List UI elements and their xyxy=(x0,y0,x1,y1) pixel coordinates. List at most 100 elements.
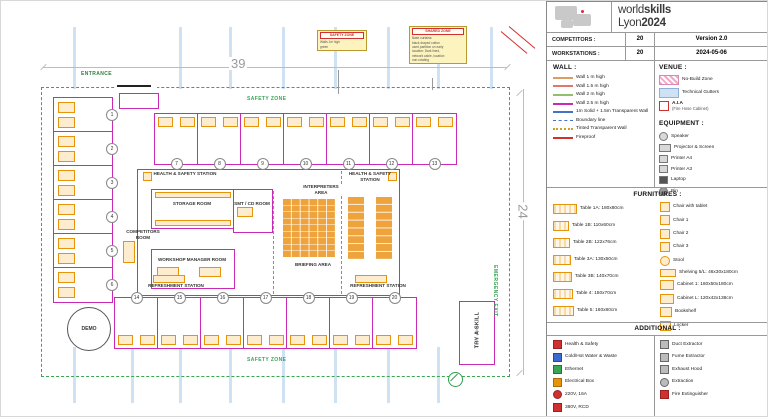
legend-label: Stool xyxy=(673,257,684,263)
legend-item: Electrical Box xyxy=(553,377,651,387)
legend-label: Speaker xyxy=(671,133,689,139)
workstation: 1 xyxy=(53,97,118,133)
table-1b-icon xyxy=(553,221,569,231)
legend-label: Chair 1 xyxy=(673,217,689,223)
no-build-zone-swatch xyxy=(659,75,679,85)
dimension-tick xyxy=(504,63,511,71)
speaker-icon xyxy=(659,132,668,141)
note-leader xyxy=(432,78,433,90)
legend-label: Shelving 5/L: 46x30x180cm xyxy=(679,270,738,276)
workstation-number: 3 xyxy=(106,177,118,189)
legend-label: Chair 2 xyxy=(673,230,689,236)
legend-label: Wall 2 m high xyxy=(576,92,605,98)
legend-label: Table 3B: 140x70cm xyxy=(575,274,619,280)
legend-item: 1m Solid + 1.5m Transparent Wall xyxy=(553,109,651,115)
health-safety-station-right-label: HEALTH & SAFETY STATION xyxy=(348,171,392,182)
fire-extinguisher-icon xyxy=(660,390,669,400)
workstation: 12 xyxy=(369,113,414,170)
workstations-row: WORKSTATIONS : 20 2024-05-06 xyxy=(547,46,767,60)
divider xyxy=(547,322,767,323)
workstation-number: 11 xyxy=(342,158,355,170)
legend-item: Shelving 5/L: 46x30x180cm xyxy=(660,268,766,277)
legend-label: Duct Extractor xyxy=(672,341,703,347)
legend-label: Table 5: 160x80cm xyxy=(577,308,618,314)
workstation-number: 16 xyxy=(216,292,229,304)
legend-label: Cabinet L: 120x42x138cm xyxy=(677,295,733,301)
technical-gutters-swatch xyxy=(659,87,679,98)
legend-label: Locker xyxy=(674,322,689,328)
brand-line2-bold: 2024 xyxy=(641,17,666,30)
legend-item: Table 3B: 140x70cm xyxy=(553,272,655,282)
power-220v-icon xyxy=(553,390,562,400)
legend-label: Electrical Box xyxy=(565,379,595,385)
note-line: Base curtains: xyxy=(412,36,433,41)
projector-screen-icon xyxy=(659,143,671,152)
legend-label: Table 4: 150x70cm xyxy=(576,291,617,297)
gutter-line xyxy=(334,347,337,403)
workstation: 15 xyxy=(157,292,202,349)
ethernet-icon xyxy=(553,365,562,375)
legend-item: Speaker xyxy=(659,132,764,141)
legend-label: 380V, RCD xyxy=(565,404,589,410)
legend-label: Wall 2.5 m high xyxy=(576,100,609,106)
venue-items: No-Build Zone Technical Gutters A.I.A (F… xyxy=(659,75,764,114)
competitors-label: COMPETITORS : xyxy=(552,37,596,43)
wall-1-5m-swatch xyxy=(553,85,573,88)
water-waste-icon xyxy=(553,352,562,362)
legend-label: Boundary line xyxy=(576,117,606,123)
competitors-row: COMPETITORS : 20 Version 2.0 xyxy=(547,32,767,46)
red-corner-mark xyxy=(500,31,528,54)
legend-label: Fireproof xyxy=(576,134,596,140)
legend-item: Wall 1.5 m high xyxy=(553,84,651,90)
legend-item: Bookshelf xyxy=(660,307,766,318)
legend-label: Tinted Transparent Wall xyxy=(576,126,627,132)
legend-item: Chair 3 xyxy=(660,242,766,253)
workstation: 13 xyxy=(412,113,457,170)
note-title: SAFETY ZONE xyxy=(320,32,364,40)
legend-item: Tinted Transparent Wall xyxy=(553,126,651,132)
workstation: 5 xyxy=(53,233,118,269)
dimension-tick xyxy=(516,369,523,377)
workstation-number: 7 xyxy=(170,158,183,170)
legend-label: No-Build Zone xyxy=(682,77,713,83)
furnitures-right-items: Chair with tablet Chair 1 Chair 2 Chair … xyxy=(660,202,766,333)
wall-items: Wall 1 m high Wall 1.5 m high Wall 2 m h… xyxy=(553,75,651,143)
storage-room-label: STORAGE ROOM xyxy=(172,201,212,206)
workstation: 4 xyxy=(53,199,118,235)
additional-right-items: Duct Extractor Fume Extractor Exhaust Ho… xyxy=(660,340,764,402)
solid-transparent-wall-swatch xyxy=(553,111,573,114)
legend-item: Locker xyxy=(660,320,766,331)
gutter-line xyxy=(229,347,232,403)
north-symbol-icon xyxy=(448,372,463,387)
legend-item: No-Build Zone xyxy=(659,75,764,85)
legend-item: Health & Safety xyxy=(553,340,651,349)
legend-label: Ethernet xyxy=(565,366,584,372)
legend-item: Chair 2 xyxy=(660,228,766,239)
chair-with-tablet-icon xyxy=(660,202,670,212)
safety-zone-boundary xyxy=(41,87,510,377)
legend-item: Printer A4 xyxy=(659,154,764,163)
legend-label: Printer A3 xyxy=(671,166,693,172)
transparent-wall xyxy=(341,171,342,294)
dimension-height-label: 24 xyxy=(515,202,531,221)
briefing-area-label: BRIEFING AREA xyxy=(289,262,337,268)
tinted-wall-swatch xyxy=(553,128,573,131)
health-safety-cabinet xyxy=(143,172,152,181)
workstation-number: 4 xyxy=(106,211,118,223)
legend-item: Cabinet L: 120x42x138cm xyxy=(660,293,766,304)
table-5-icon xyxy=(553,306,574,316)
note-shared-zone: SHARED ZONE Base curtains: black draped … xyxy=(409,26,467,65)
extraction-icon xyxy=(660,377,669,387)
legend-item: Table 2B: 122x76cm xyxy=(553,238,655,248)
legend-item: Wall 1 m high xyxy=(553,75,651,81)
gutter-line xyxy=(73,347,76,403)
health-safety-cabinet xyxy=(388,172,397,181)
workstation: 2 xyxy=(53,131,118,167)
divider xyxy=(654,335,655,416)
legend-item: Boundary line xyxy=(553,118,651,124)
workstation-number: 20 xyxy=(388,292,401,304)
brand-wordmark: worldskills Lyon2024 xyxy=(612,2,767,32)
table-2b-icon xyxy=(553,238,570,248)
emergency-exit-label: EMERGENCY EXIT xyxy=(492,265,498,317)
